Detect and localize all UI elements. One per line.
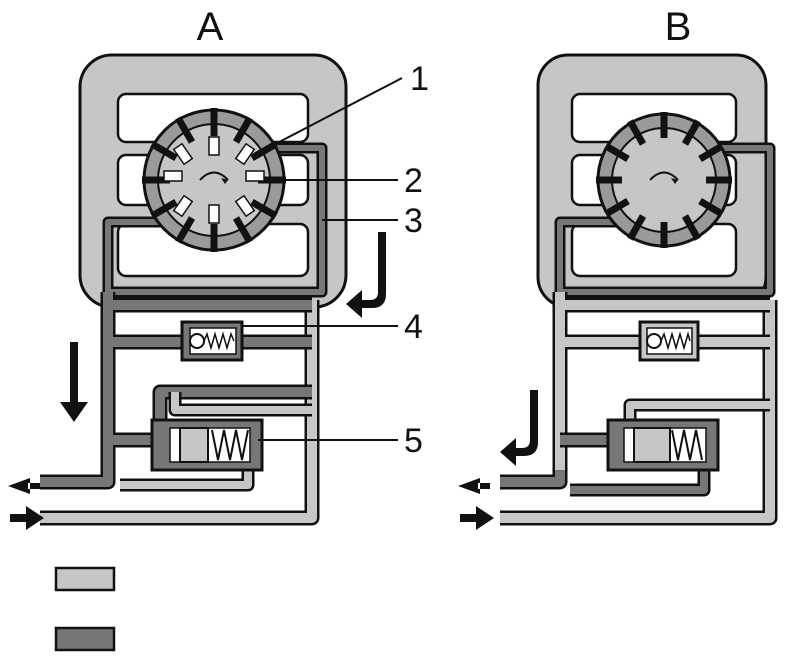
- callout-2: 2: [404, 162, 423, 200]
- spring-icon: [660, 331, 691, 351]
- rotation-arrow-icon: [649, 171, 679, 181]
- panel-b: B: [458, 5, 778, 530]
- flow-arrow-right-icon: [460, 506, 494, 530]
- callout-4: 4: [404, 308, 423, 346]
- legend: [54, 566, 116, 652]
- flow-arrow-down-icon: [60, 342, 88, 422]
- relief-valve-b: [638, 320, 700, 362]
- legend-swatch-light: [54, 566, 116, 592]
- panel-b-title: B: [665, 5, 692, 49]
- relief-valve-a: [180, 320, 244, 362]
- spring-icon: [203, 331, 235, 351]
- flow-arrow-right-icon: [10, 506, 44, 530]
- legend-swatch-dark: [54, 626, 116, 652]
- callout-3: 3: [404, 202, 423, 240]
- flow-arrow-left-icon: [458, 478, 490, 494]
- pressure-regulator-a: [150, 418, 264, 472]
- panel-a-title: A: [197, 5, 224, 49]
- callout-1: 1: [410, 60, 429, 98]
- rotor-b: [596, 112, 732, 248]
- rotation-arrow-icon: [199, 171, 229, 181]
- panel-a: A: [8, 5, 429, 530]
- dark-passage-b: [554, 142, 776, 298]
- flow-arrow-down-icon: [346, 232, 386, 318]
- callout-5: 5: [404, 422, 423, 460]
- pressure-regulator-b: [606, 418, 720, 472]
- callouts-a: 1 2 3 4 5: [242, 60, 429, 460]
- flow-arrow-left-icon: [8, 478, 40, 494]
- rotor-a: [142, 108, 286, 252]
- flow-arrow-down-icon: [500, 390, 538, 466]
- dark-passage-a: [102, 142, 328, 298]
- circuit-a: [40, 292, 320, 526]
- circuit-b: [500, 292, 778, 526]
